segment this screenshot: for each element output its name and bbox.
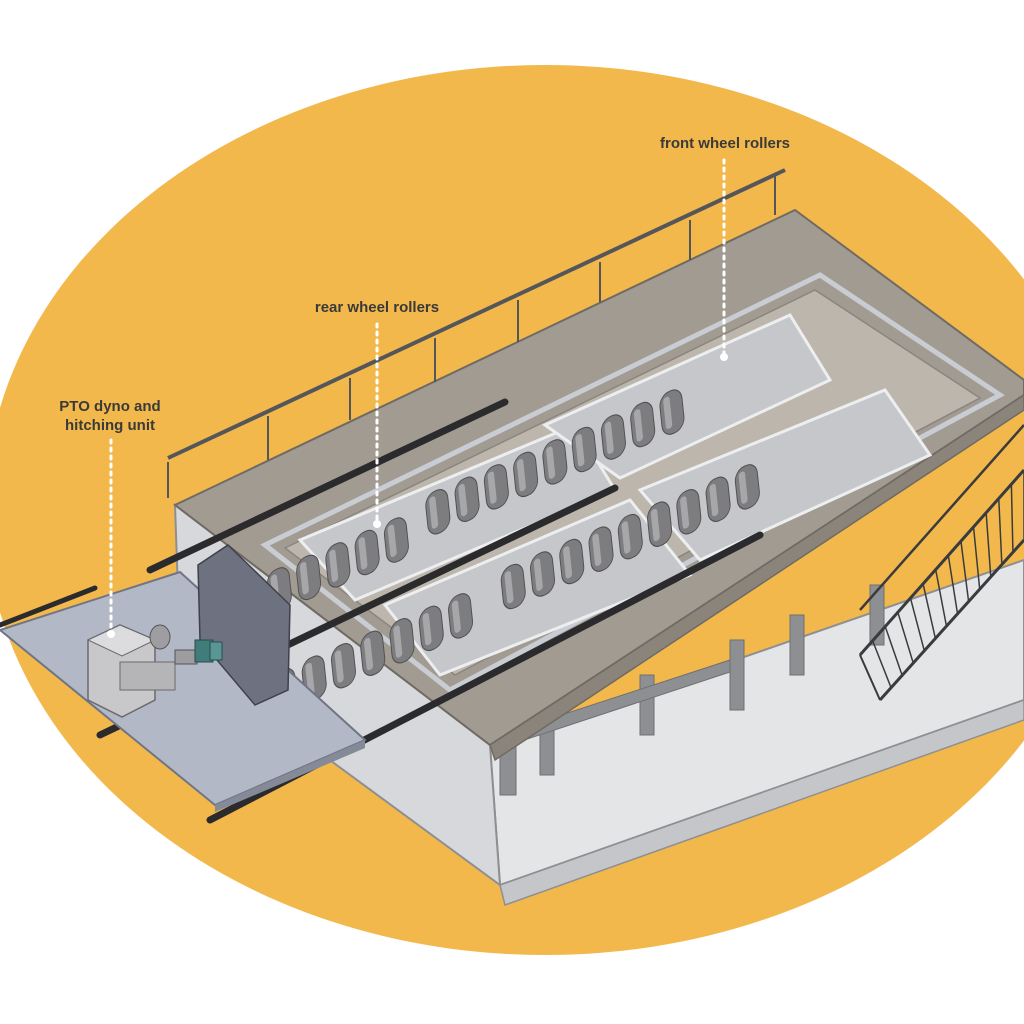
label-pto-dyno: PTO dyno and hitching unit (40, 397, 180, 435)
roller-highlight (738, 471, 748, 504)
stair-tread (998, 498, 1003, 565)
stair-tread (884, 626, 903, 676)
stair-tread (972, 526, 981, 590)
roller-highlight (299, 562, 309, 595)
stair-tread (985, 512, 992, 577)
roller-highlight (334, 650, 344, 683)
roller-highlight (575, 434, 585, 467)
roller-highlight (709, 483, 719, 517)
roller-highlight (546, 446, 556, 479)
leader-front-end (720, 353, 728, 361)
roller-highlight (451, 600, 461, 633)
leader-rear-end (373, 520, 381, 528)
roller-highlight (458, 483, 468, 517)
stair-tread (1010, 484, 1014, 553)
leader-lines (109, 158, 726, 634)
roller-highlight (429, 496, 439, 529)
roller-highlight (387, 524, 397, 557)
label-rear-wheel-rollers: rear wheel rollers (314, 299, 440, 316)
stair-tread (897, 612, 914, 664)
label-pto-line-2: hitching unit (65, 417, 155, 434)
roller-highlight (592, 533, 602, 566)
label-pto-line-1: PTO dyno and (59, 398, 161, 415)
roller-highlight (533, 558, 543, 591)
stair-tread (960, 541, 970, 602)
roller-highlight (358, 537, 368, 570)
roller-highlight (621, 521, 631, 554)
rollers (149, 389, 760, 739)
roller-highlight (680, 496, 690, 529)
roller-highlight (487, 471, 497, 504)
leader-pto-end (107, 630, 115, 638)
stair-tread (909, 597, 926, 651)
roller-highlight (663, 396, 673, 430)
label-front-wheel-rollers: front wheel rollers (659, 135, 791, 152)
roller-highlight (363, 637, 374, 671)
stair-tread (871, 640, 892, 688)
roller-highlight (516, 459, 526, 492)
roller-highlight (329, 549, 339, 582)
dyno-unit-icon (86, 624, 223, 718)
stair-tread (947, 555, 959, 614)
stair-icon (858, 424, 1024, 702)
stair-tread (859, 654, 881, 701)
roller-highlight (604, 421, 614, 454)
stair-tread (922, 583, 937, 639)
handrail (167, 168, 786, 498)
roller-highlight (563, 546, 573, 579)
roller-highlight (422, 613, 432, 646)
stair-tread (934, 569, 948, 627)
roller-highlight (504, 571, 514, 604)
roller-highlight (633, 409, 644, 442)
roller-highlight (650, 508, 660, 542)
roller-highlight (393, 625, 403, 658)
pto-dyno-unit (0, 544, 367, 812)
